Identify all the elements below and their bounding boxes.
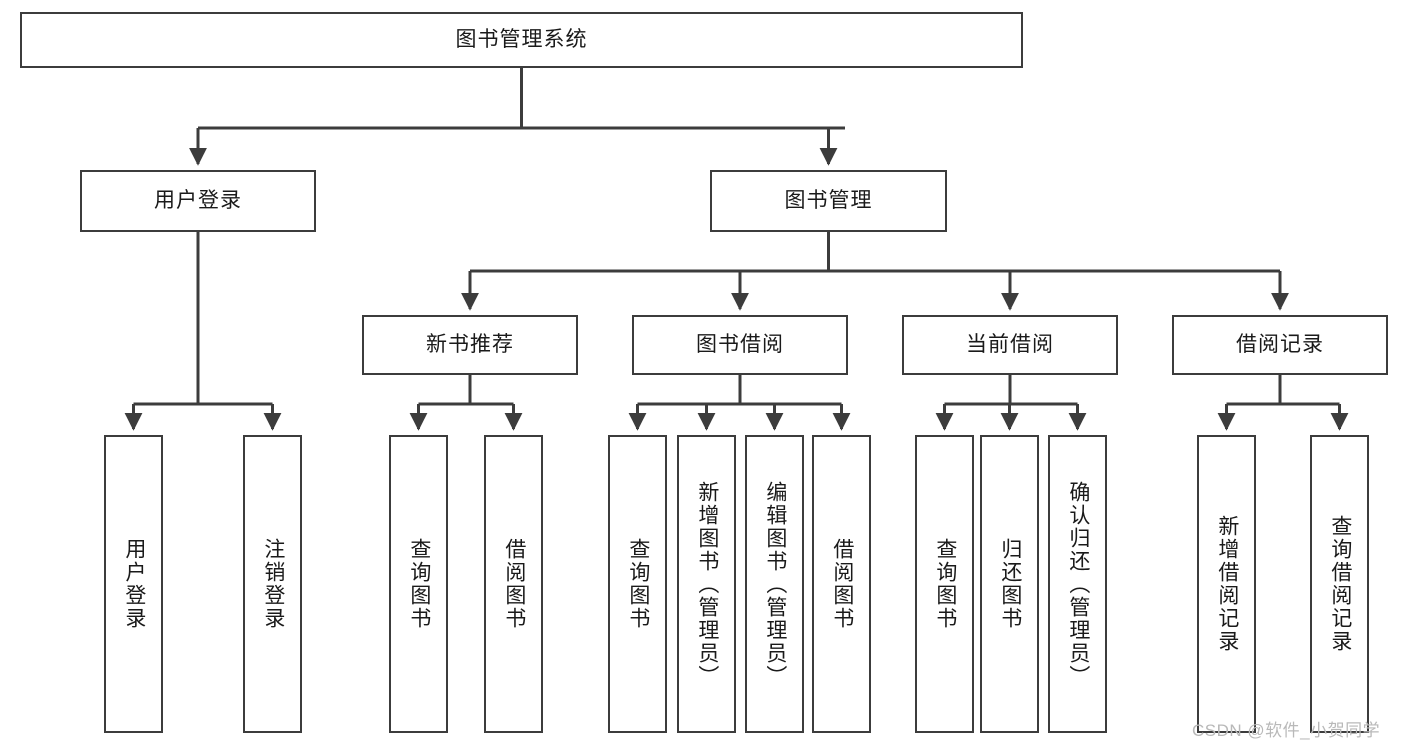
- leaf-confirm-return[interactable]: 确认归还（管理员）: [1048, 435, 1107, 733]
- node-user-login-label: 用户登录: [154, 188, 242, 212]
- leaf-user-login[interactable]: 用户登录: [104, 435, 163, 733]
- leaf-user-logout-label: 注销登录: [261, 538, 285, 630]
- leaf-add-book[interactable]: 新增图书（管理员）: [677, 435, 736, 733]
- leaf-query-book-2-label: 查询图书: [626, 538, 650, 630]
- node-root[interactable]: 图书管理系统: [20, 12, 1023, 68]
- leaf-borrow-book-2-label: 借阅图书: [830, 538, 854, 630]
- node-user-login[interactable]: 用户登录: [80, 170, 316, 232]
- node-new-book-recommend[interactable]: 新书推荐: [362, 315, 578, 375]
- leaf-borrow-book-1[interactable]: 借阅图书: [484, 435, 543, 733]
- node-borrow-record-label: 借阅记录: [1236, 332, 1324, 356]
- node-borrow-record[interactable]: 借阅记录: [1172, 315, 1388, 375]
- leaf-user-logout[interactable]: 注销登录: [243, 435, 302, 733]
- watermark: CSDN @软件_小贺同学: [1192, 721, 1381, 740]
- leaf-query-book-3[interactable]: 查询图书: [915, 435, 974, 733]
- leaf-edit-book[interactable]: 编辑图书（管理员）: [745, 435, 804, 733]
- leaf-query-record-label: 查询借阅记录: [1328, 515, 1352, 653]
- node-current-borrow[interactable]: 当前借阅: [902, 315, 1118, 375]
- node-book-manage-label: 图书管理: [784, 188, 873, 212]
- leaf-query-book-3-label: 查询图书: [933, 538, 957, 630]
- leaf-edit-book-label: 编辑图书（管理员）: [763, 480, 787, 688]
- leaf-query-record[interactable]: 查询借阅记录: [1310, 435, 1369, 733]
- leaf-query-book-2[interactable]: 查询图书: [608, 435, 667, 733]
- node-book-borrow[interactable]: 图书借阅: [632, 315, 848, 375]
- leaf-borrow-book-1-label: 借阅图书: [502, 538, 526, 630]
- node-new-book-recommend-label: 新书推荐: [426, 332, 514, 356]
- leaf-borrow-book-2[interactable]: 借阅图书: [812, 435, 871, 733]
- leaf-query-book-1[interactable]: 查询图书: [389, 435, 448, 733]
- node-book-borrow-label: 图书借阅: [696, 332, 784, 356]
- leaf-add-book-label: 新增图书（管理员）: [695, 480, 719, 688]
- node-book-manage[interactable]: 图书管理: [710, 170, 947, 232]
- leaf-add-record-label: 新增借阅记录: [1215, 515, 1239, 653]
- leaf-user-login-label: 用户登录: [122, 538, 146, 630]
- leaf-query-book-1-label: 查询图书: [407, 538, 431, 630]
- leaf-confirm-return-label: 确认归还（管理员）: [1066, 480, 1090, 688]
- node-current-borrow-label: 当前借阅: [966, 332, 1054, 356]
- node-root-label: 图书管理系统: [455, 27, 588, 51]
- leaf-add-record[interactable]: 新增借阅记录: [1197, 435, 1256, 733]
- leaf-return-book[interactable]: 归还图书: [980, 435, 1039, 733]
- leaf-return-book-label: 归还图书: [998, 538, 1022, 630]
